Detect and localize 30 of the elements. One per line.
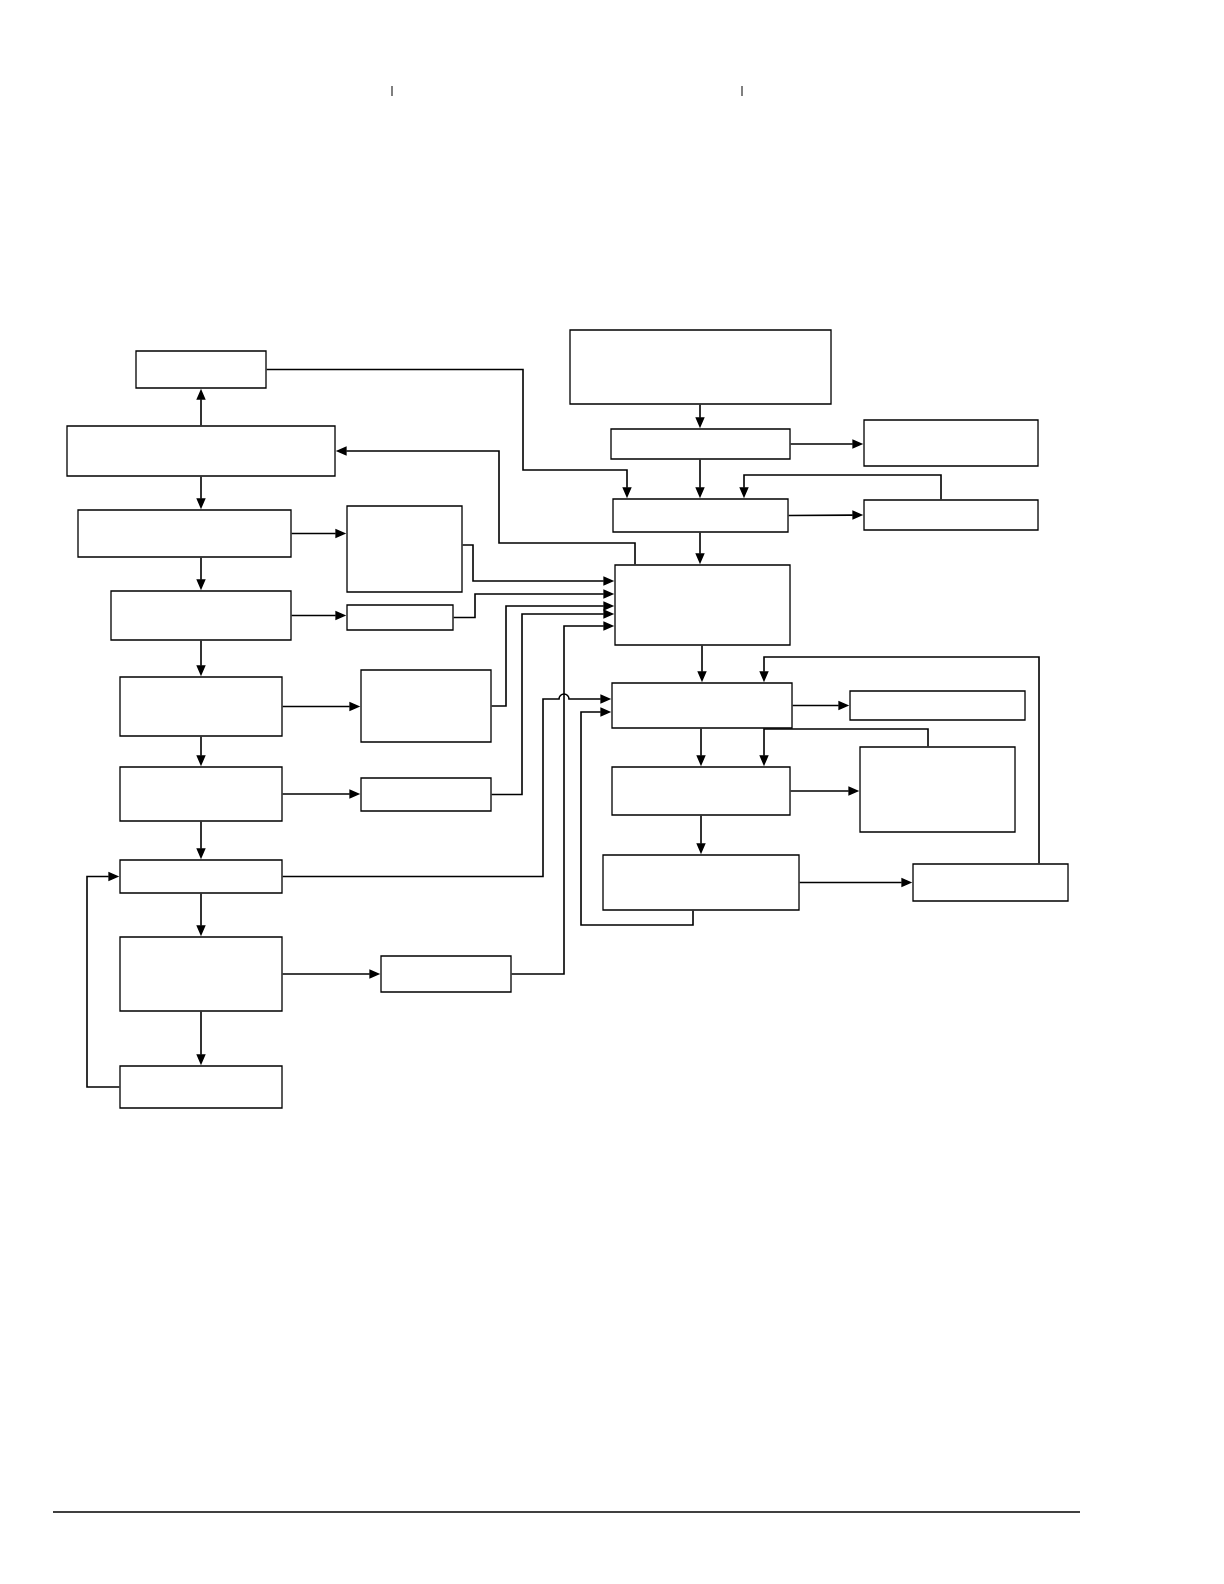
process-box — [610, 428, 791, 460]
process-box — [912, 863, 1069, 902]
process-box — [110, 590, 292, 641]
process-box — [77, 509, 292, 558]
arrow — [759, 656, 1040, 865]
process-box — [859, 746, 1016, 833]
process-box — [119, 766, 283, 822]
process-box — [380, 955, 512, 993]
process-box — [346, 505, 463, 593]
process-box — [611, 766, 791, 816]
process-box — [612, 498, 789, 533]
process-box — [66, 425, 336, 477]
process-box — [119, 1065, 283, 1109]
arrow — [739, 474, 942, 501]
arrow — [86, 871, 121, 1088]
process-box — [360, 669, 492, 743]
arrow — [580, 707, 694, 926]
process-box — [119, 676, 283, 737]
process-box — [611, 682, 793, 729]
process-box — [119, 859, 283, 894]
process-box — [863, 419, 1039, 467]
process-box — [569, 329, 832, 405]
process-box — [135, 350, 267, 389]
process-box — [849, 690, 1026, 721]
process-box — [346, 604, 454, 631]
process-box — [360, 777, 492, 812]
process-box — [119, 936, 283, 1012]
process-box — [614, 564, 791, 646]
process-box — [863, 499, 1039, 531]
process-box — [602, 854, 800, 911]
